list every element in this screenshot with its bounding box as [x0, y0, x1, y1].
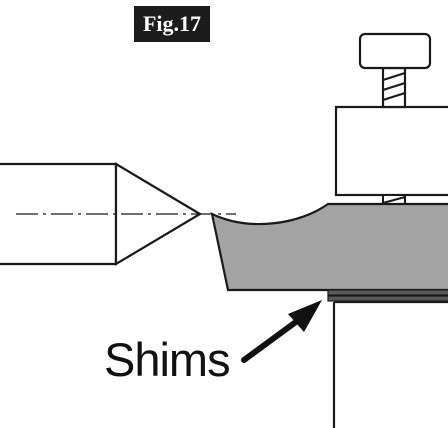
clamp-screw — [358, 32, 432, 109]
arrow-head — [288, 300, 322, 332]
tool-post-block — [334, 105, 448, 197]
arrow-shaft — [241, 313, 307, 363]
shim-layer-1 — [327, 289, 448, 296]
shims — [327, 289, 448, 302]
figure-label: Fig.17 — [134, 6, 210, 42]
shim-layer-2 — [327, 295, 448, 302]
shims-label: Shims — [104, 333, 231, 386]
cutting-tool — [210, 202, 448, 292]
screw-head — [358, 32, 432, 70]
shims-arrow — [241, 300, 322, 363]
